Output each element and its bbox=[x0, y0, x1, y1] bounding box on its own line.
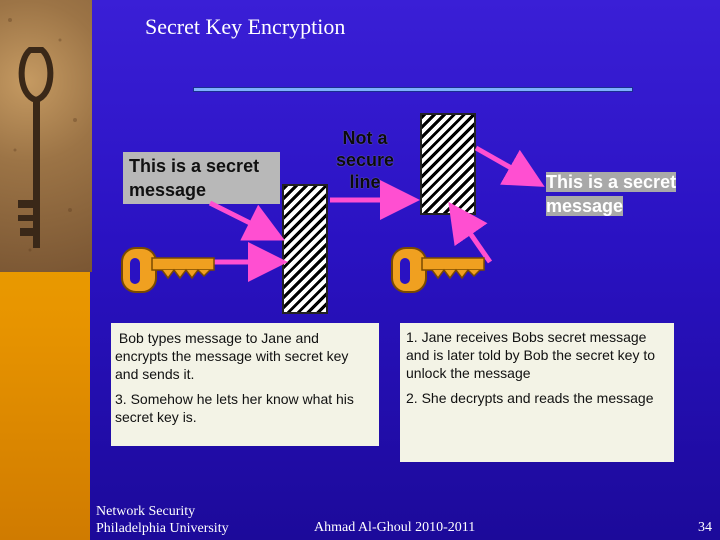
old-key-photo bbox=[0, 0, 92, 272]
bob-step-3: 3. Somehow he lets her know what his sec… bbox=[115, 390, 354, 425]
page-number: 34 bbox=[698, 520, 712, 535]
arrow-message-to-cipher bbox=[208, 200, 285, 241]
footer-course: Network Security bbox=[96, 504, 196, 519]
footer-left: Network Security Philadelphia University bbox=[96, 503, 229, 537]
arrow-key-to-decrypt bbox=[448, 201, 493, 264]
plain-message-right: This is a secret message bbox=[540, 168, 702, 220]
bob-steps-box: Bob types message to Jane and encrypts t… bbox=[111, 323, 379, 446]
plain-message-left: This is a secret message bbox=[123, 152, 280, 204]
footer-author: Ahmad Al-Ghoul 2010-2011 bbox=[314, 520, 476, 535]
old-key-icon bbox=[8, 18, 77, 252]
jane-step-2: 2. She decrypts and reads the message bbox=[406, 389, 654, 406]
ciphertext-block-right bbox=[420, 113, 476, 215]
title-underline bbox=[193, 87, 633, 92]
key-icon bbox=[391, 247, 485, 293]
channel-label: Not a secure line bbox=[335, 128, 395, 192]
jane-steps-box: 1. Jane receives Bobs secret message and… bbox=[400, 323, 674, 462]
arrow-cipher-to-message bbox=[474, 145, 545, 187]
footer-university: Philadelphia University bbox=[96, 521, 229, 536]
key-icon bbox=[121, 247, 215, 293]
slide-title: Secret Key Encryption bbox=[145, 14, 346, 39]
bob-step-1: Bob types message to Jane and encrypts t… bbox=[115, 330, 349, 383]
jane-step-1: 1. Jane receives Bobs secret message and… bbox=[406, 329, 656, 382]
